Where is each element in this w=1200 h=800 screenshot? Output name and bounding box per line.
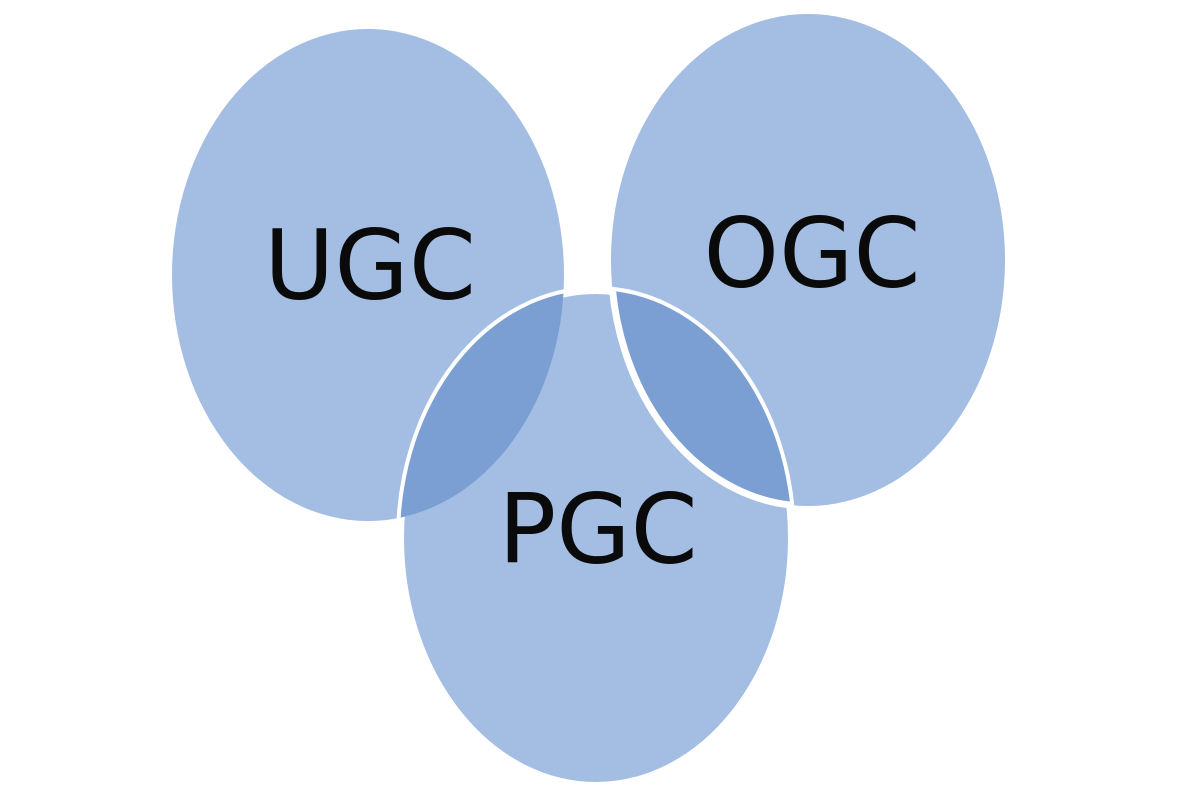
overlap-ogc-pgc <box>611 290 792 506</box>
label-ugc: UGC <box>264 209 476 321</box>
overlap-ugc-pgc <box>400 290 564 521</box>
label-ogc: OGC <box>704 197 921 309</box>
label-pgc: PGC <box>498 473 697 585</box>
